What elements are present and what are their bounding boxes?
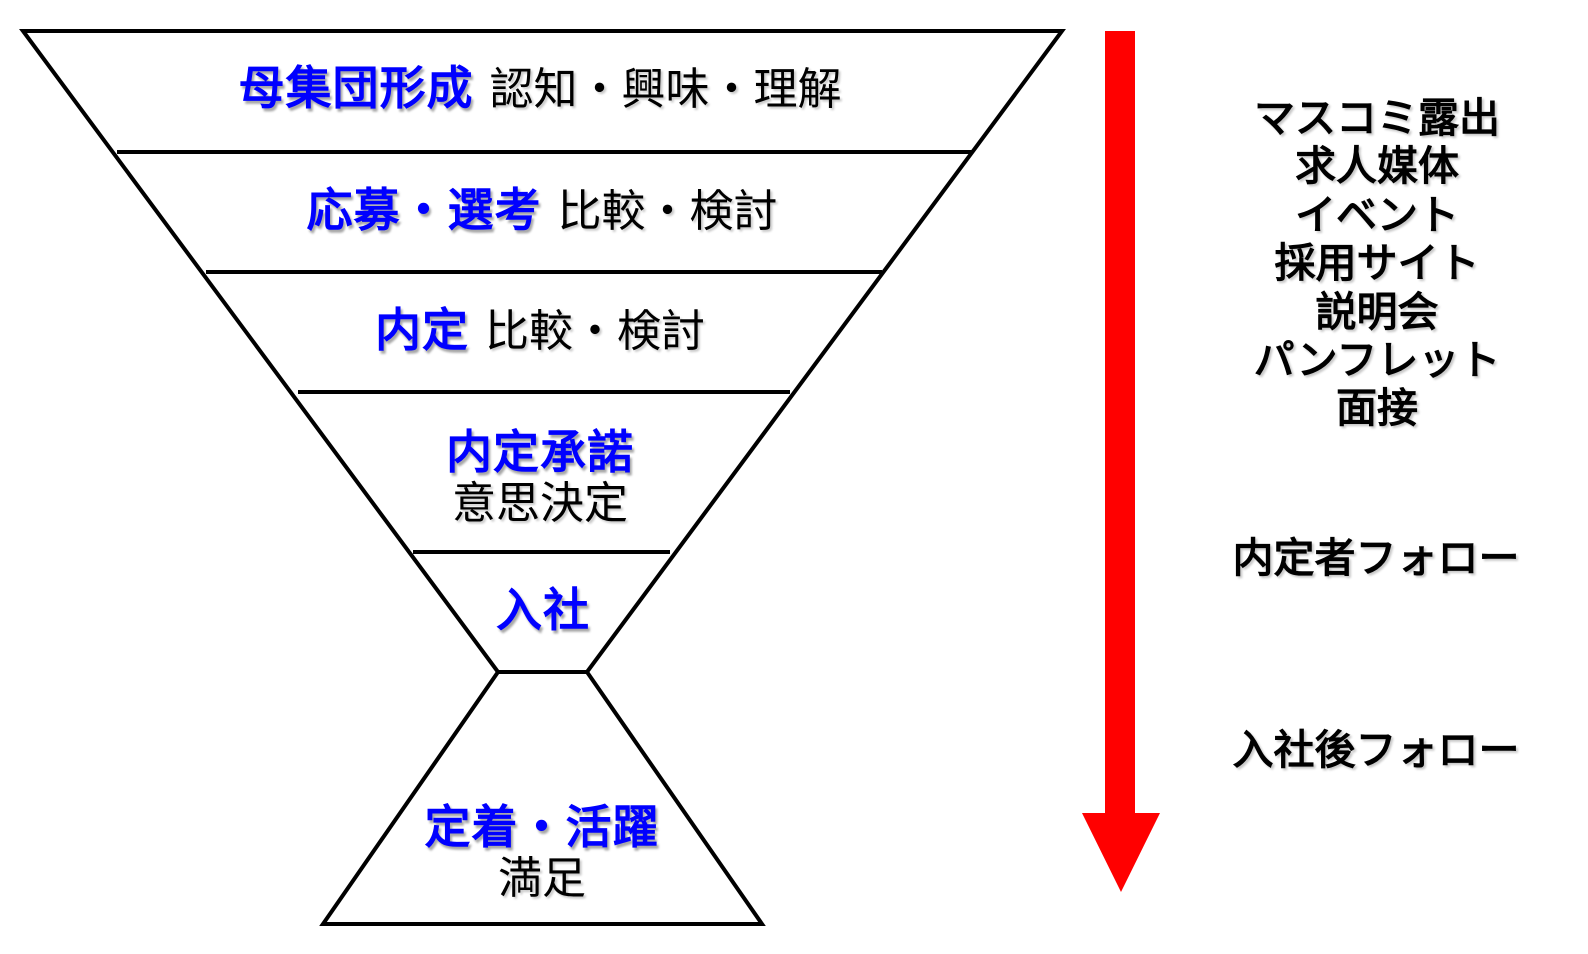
stage-2-detail: 比較・検討 — [557, 187, 778, 236]
touchpoint-item: イベント — [1294, 191, 1459, 238]
stage-5-name: 入社 — [496, 584, 590, 636]
stage-6-name: 定着・活躍 — [424, 801, 660, 853]
funnel-stage-teichaku: 定着・活躍 満足 — [425, 801, 660, 905]
funnel-stage-oubo-senkou: 応募・選考比較・検討 — [307, 184, 778, 248]
stage-1-name: 母集団形成 — [238, 62, 474, 114]
touchpoint-item: 面接 — [1335, 385, 1418, 432]
funnel-stage-boshudan: 母集団形成認知・興味・理解 — [239, 62, 842, 126]
touchpoint-item: 説明会 — [1315, 288, 1439, 335]
touchpoint-list: マスコミ露出求人媒体イベント採用サイト説明会パンフレット面接 — [1254, 94, 1501, 433]
stage-2-name: 応募・選考 — [306, 184, 542, 236]
stage-4-detail: 意思決定 — [452, 479, 628, 528]
stage-3-name: 内定 — [375, 304, 469, 356]
post-join-follow-label: 入社後フォロー — [1232, 727, 1520, 773]
touchpoint-item: 採用サイト — [1274, 240, 1480, 287]
down-arrow-icon — [1082, 31, 1160, 892]
funnel-stage-naitei: 内定比較・検討 — [375, 304, 705, 368]
touchpoint-item: パンフレット — [1253, 337, 1501, 384]
stage-4-name: 内定承諾 — [446, 426, 634, 478]
stage-3-detail: 比較・検討 — [485, 307, 705, 356]
touchpoint-item: マスコミ露出 — [1253, 95, 1500, 141]
touchpoint-item: 求人媒体 — [1294, 143, 1459, 190]
retention-triangle — [319, 670, 766, 926]
funnel-stage-naitei-shoudaku: 内定承諾 意思決定 — [446, 426, 634, 530]
funnel-stage-nyusha: 入社 — [496, 584, 590, 648]
offer-follow-label: 内定者フォロー — [1232, 535, 1520, 581]
stage-6-detail: 満足 — [498, 854, 586, 903]
stage-1-detail: 認知・興味・理解 — [489, 65, 842, 114]
